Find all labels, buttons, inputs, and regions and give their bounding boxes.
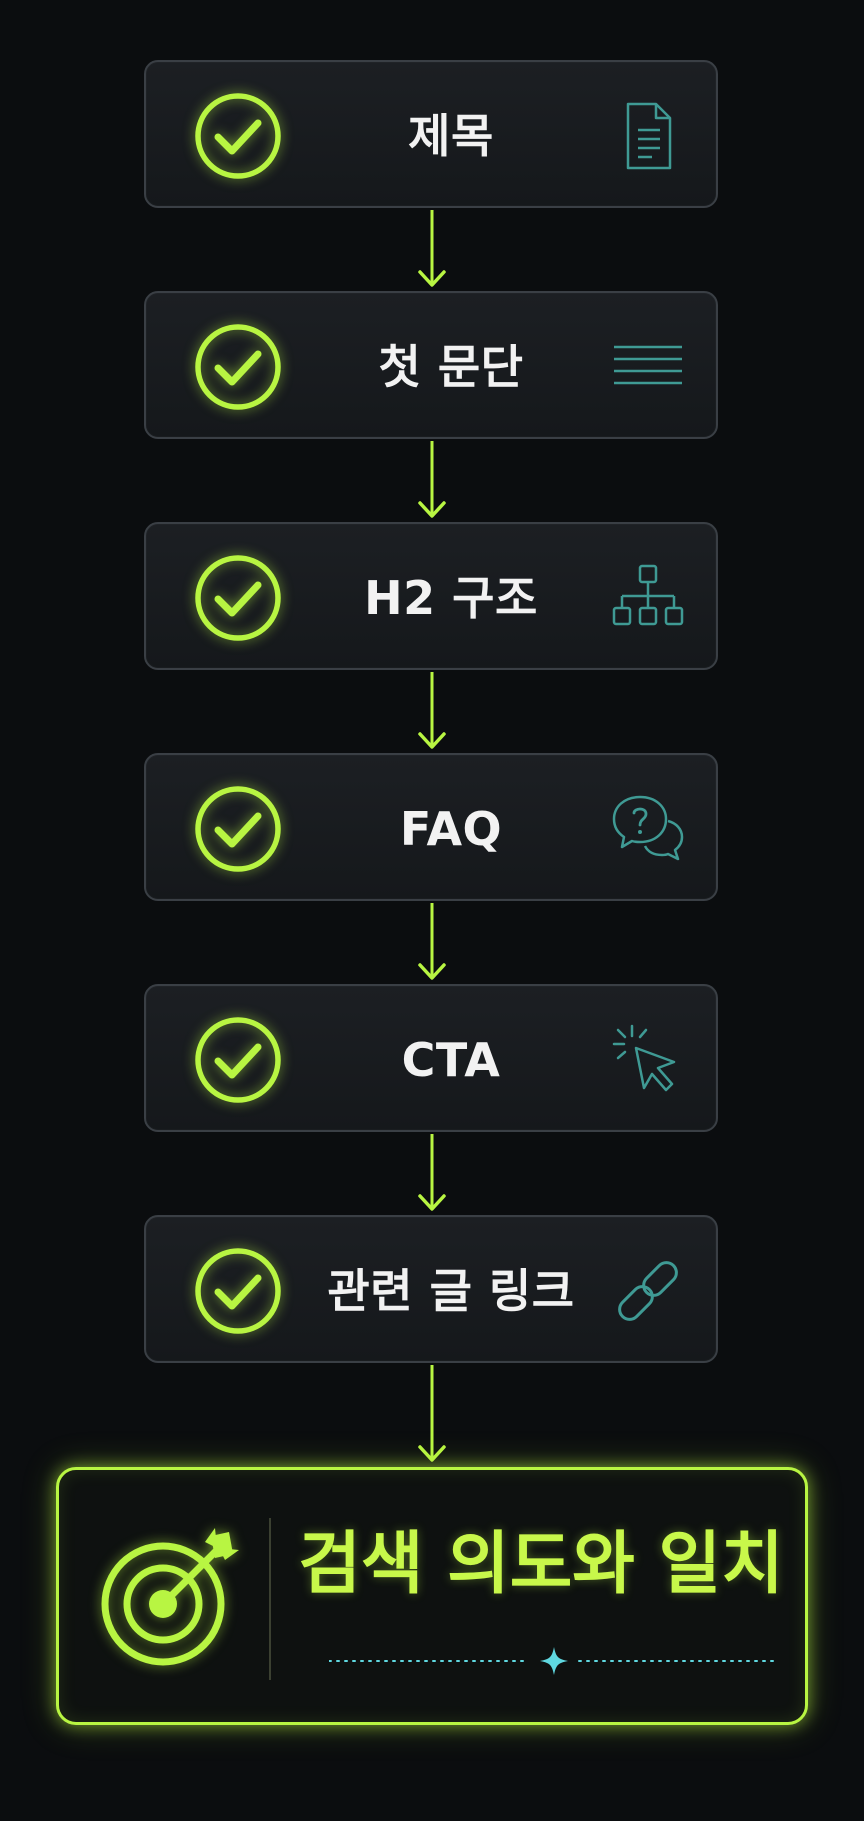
flow-arrow [418,210,446,287]
step-label: FAQ [399,802,503,856]
paragraph-lines-icon [614,345,682,385]
step-label: H2 구조 [364,571,538,625]
check-circle-icon [192,90,284,182]
check-circle-icon [192,552,284,644]
check-circle-icon [192,1014,284,1106]
flow-arrow [418,1134,446,1211]
sparkle-icon [540,1647,568,1675]
check-circle-icon [192,783,284,875]
flow-arrow [418,1365,446,1462]
goal-divider [269,1518,271,1680]
sparkle-divider [329,1647,779,1675]
step-card-first-paragraph: 첫 문단 [144,291,718,439]
target-arrow-icon [101,1528,239,1666]
step-card-related-links: 관련 글 링크 [144,1215,718,1363]
link-icon [618,1261,678,1321]
check-circle-icon [192,321,284,413]
flow-arrow [418,903,446,980]
step-label: 제목 [408,109,494,163]
goal-label: 검색 의도와 일치 [298,1525,784,1604]
document-icon [626,102,672,170]
step-card-h2-structure: H2 구조 [144,522,718,670]
step-card-faq: FAQ [144,753,718,901]
hierarchy-icon [612,564,684,626]
step-label: CTA [401,1033,501,1087]
flow-arrow [418,672,446,749]
step-card-title: 제목 [144,60,718,208]
question-chat-icon [612,795,684,861]
step-label: 관련 글 링크 [327,1264,575,1318]
step-card-cta: CTA [144,984,718,1132]
cursor-click-icon [612,1024,676,1092]
goal-card: 검색 의도와 일치 [56,1467,808,1725]
step-label: 첫 문단 [378,340,524,394]
flow-arrow [418,441,446,518]
check-circle-icon [192,1245,284,1337]
